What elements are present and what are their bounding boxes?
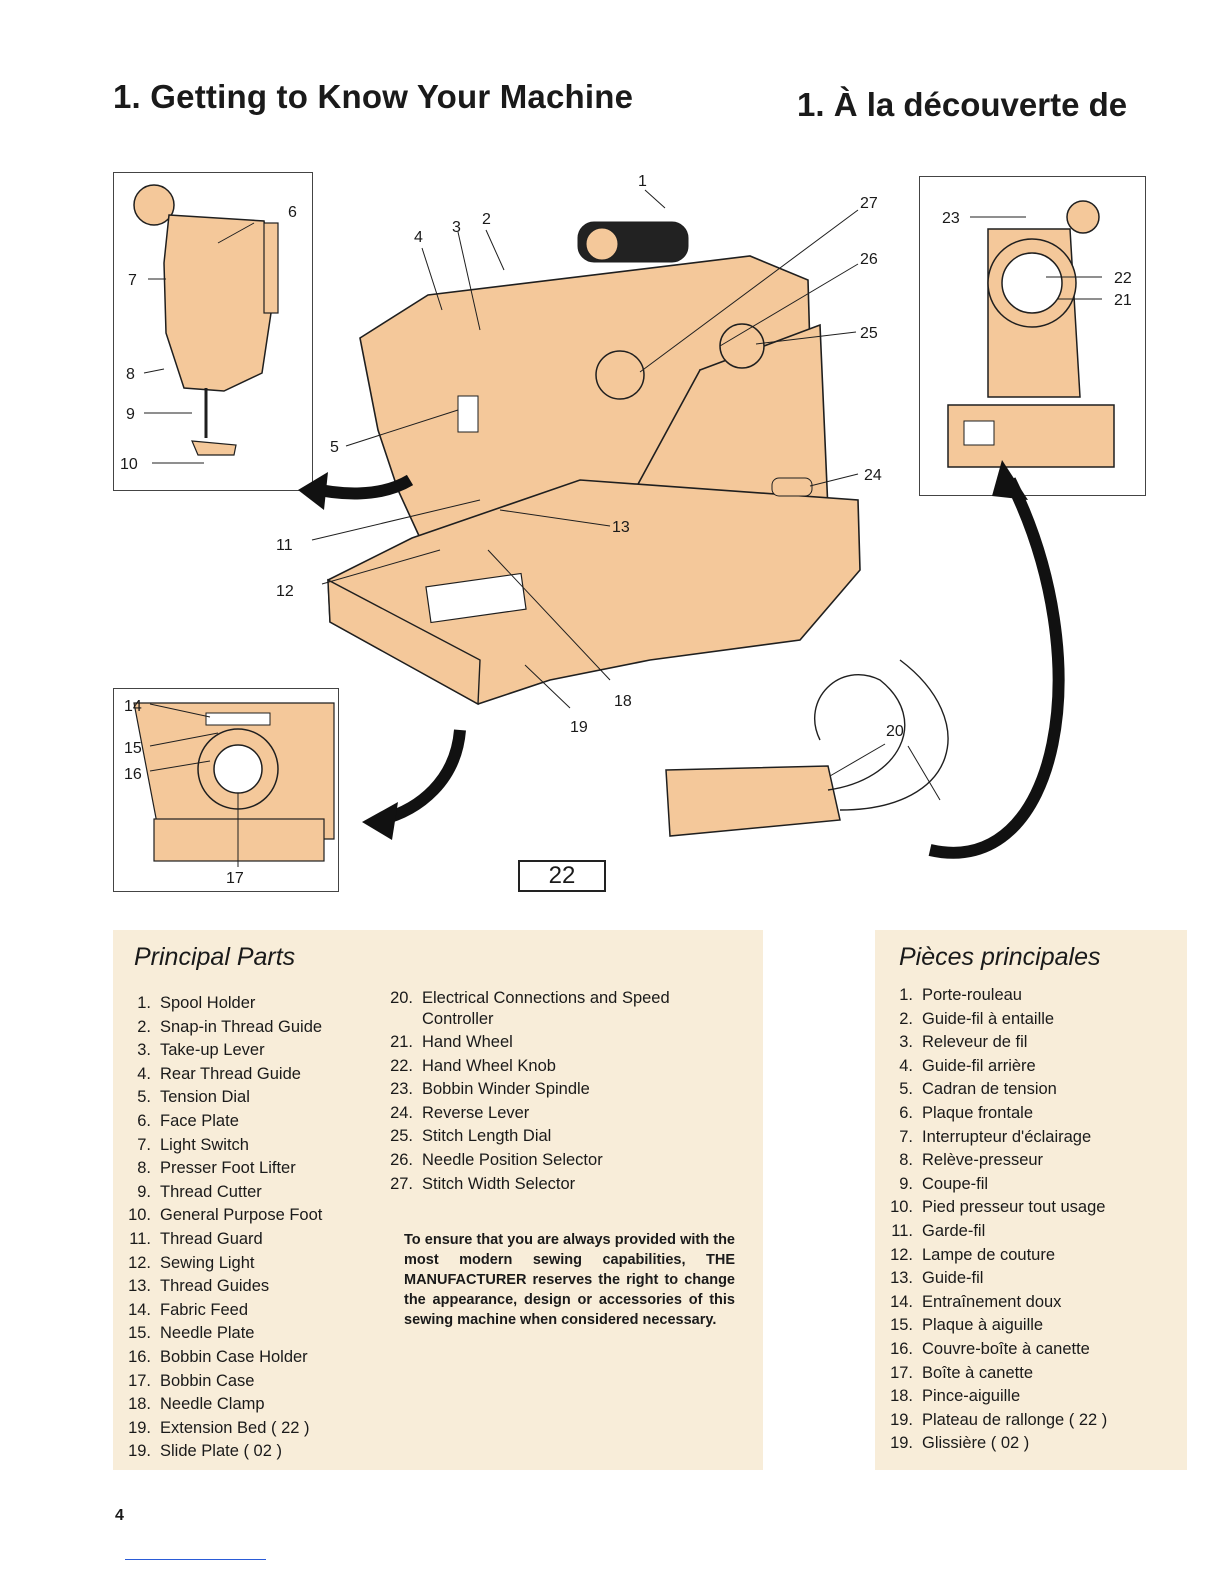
callout-20: 20 [886, 723, 904, 740]
callout-10: 10 [120, 456, 138, 473]
rear-view-panel: 23 22 21 [919, 176, 1146, 496]
callout-3: 3 [452, 219, 461, 236]
bobbin-view-illustration: 14 15 16 17 [124, 698, 335, 887]
list-item: 14.Fabric Feed [128, 1300, 249, 1319]
parts-list-en: Principal Parts 1.Spool Holder 2.Snap-in… [113, 930, 763, 1470]
callout-26: 26 [860, 251, 878, 268]
list-item: 8.Relève-presseur [899, 1151, 1044, 1170]
footer-rule [125, 1559, 266, 1560]
side-view-illustration: 6 7 8 9 10 [120, 184, 297, 473]
list-item: 7.Interrupteur d'éclairage [899, 1127, 1092, 1146]
list-item: 15.Plaque à aiguille [890, 1316, 1044, 1335]
callout-2: 2 [482, 211, 491, 228]
callout-25: 25 [860, 325, 878, 342]
list-item: 16.Couvre-boîte à canette [890, 1339, 1090, 1358]
list-item: 27.Stitch Width Selector [390, 1174, 576, 1193]
callout-13: 13 [612, 519, 630, 536]
callout-15: 15 [124, 740, 142, 757]
list-item: 24.Reverse Lever [390, 1103, 530, 1122]
callout-12: 12 [276, 583, 294, 600]
parts-heading-fr: Pièces principales [899, 943, 1101, 971]
callout-16: 16 [124, 766, 142, 783]
callout-1: 1 [638, 173, 647, 190]
list-item: 16.Bobbin Case Holder [128, 1347, 308, 1366]
list-item: 2.Snap-in Thread Guide [137, 1017, 323, 1036]
list-item: 11.Thread Guard [129, 1229, 263, 1248]
list-item: 2.Guide-fil à entaille [899, 1009, 1055, 1028]
list-item: 23.Bobbin Winder Spindle [390, 1080, 590, 1099]
list-item: 21.Hand Wheel [390, 1033, 513, 1051]
parts-list-fr: Pièces principales 1.Porte-rouleau 2.Gui… [875, 930, 1187, 1470]
list-item: 5.Cadran de tension [899, 1080, 1057, 1099]
callout-14: 14 [124, 698, 142, 715]
list-item: 15.Needle Plate [128, 1324, 255, 1343]
rear-view-illustration: 23 22 21 [942, 200, 1132, 468]
callout-27: 27 [860, 195, 878, 212]
list-item: 7.Light Switch [137, 1135, 249, 1154]
callout-11: 11 [276, 537, 293, 554]
callout-18: 18 [614, 693, 632, 710]
side-view-panel: 6 7 8 9 10 [113, 172, 313, 491]
list-item: 12.Lampe de couture [890, 1245, 1056, 1264]
callout-4: 4 [414, 229, 423, 246]
list-item: 9.Coupe-fil [899, 1174, 989, 1193]
manufacturer-notice: To ensure that you are always provided w… [404, 1231, 735, 1328]
list-item: 25.Stitch Length Dial [390, 1127, 552, 1146]
callout-24: 24 [864, 467, 882, 484]
page-reference-box: 22 [518, 860, 606, 892]
parts-heading-en: Principal Parts [134, 943, 296, 971]
list-item: 26.Needle Position Selector [390, 1150, 603, 1169]
callout-6: 6 [288, 204, 297, 221]
list-item: 19.Glissière ( 02 ) [890, 1434, 1030, 1453]
list-item: 13.Thread Guides [128, 1277, 270, 1296]
bobbin-view-panel: 14 15 16 17 [113, 688, 339, 892]
list-item: 4.Guide-fil arrière [899, 1056, 1036, 1075]
list-item: 22.Hand Wheel Knob [390, 1056, 556, 1075]
parts-column-fr: 1.Porte-rouleau 2.Guide-fil à entaille 3… [875, 984, 1187, 1456]
page-title-fr: 1. À la découverte de [797, 86, 1128, 123]
page-title-en: 1. Getting to Know Your Machine [113, 78, 634, 115]
list-item: 19.Slide Plate ( 02 ) [128, 1442, 282, 1461]
callout-19: 19 [570, 719, 588, 736]
list-item: 18.Needle Clamp [128, 1395, 265, 1414]
callout-23: 23 [942, 210, 960, 227]
list-item: 18.Pince-aiguille [890, 1387, 1021, 1406]
list-item: 14.Entraînement doux [890, 1292, 1062, 1311]
list-item: 6.Face Plate [137, 1111, 239, 1130]
callout-21: 21 [1114, 292, 1132, 309]
callout-8: 8 [126, 366, 135, 383]
parts-column-1: 1.Spool Holder 2.Snap-in Thread Guide 3.… [113, 992, 383, 1464]
list-item: 17.Bobbin Case [128, 1371, 255, 1390]
callout-22: 22 [1114, 270, 1132, 287]
list-item: 1.Spool Holder [137, 994, 256, 1012]
list-item: 11.Garde-fil [891, 1221, 986, 1240]
list-item: 19.Plateau de rallonge ( 22 ) [890, 1410, 1108, 1429]
list-item: 19.Extension Bed ( 22 ) [128, 1418, 310, 1437]
callout-9: 9 [126, 406, 135, 423]
callout-17: 17 [226, 870, 244, 887]
list-item: 9.Thread Cutter [137, 1182, 262, 1201]
list-item: 10.General Purpose Foot [128, 1206, 323, 1225]
sewing-machine-illustration: 1 2 3 4 5 11 12 13 18 19 20 24 25 26 27 [276, 173, 1065, 859]
callout-5: 5 [330, 439, 339, 456]
list-item: 8.Presser Foot Lifter [137, 1159, 296, 1178]
page-number: 4 [115, 1507, 124, 1524]
list-item: 3.Releveur de fil [899, 1033, 1028, 1052]
list-item: 1.Porte-rouleau [899, 986, 1022, 1004]
parts-column-2: 20.Electrical Connections and Speed Cont… [375, 987, 715, 1196]
list-item: 3.Take-up Lever [137, 1041, 265, 1060]
list-item: 6.Plaque frontale [899, 1103, 1033, 1122]
list-item: 13.Guide-fil [890, 1269, 984, 1288]
list-item: 20.Electrical Connections and Speed Cont… [390, 989, 670, 1028]
list-item: 17.Boîte à canette [890, 1363, 1033, 1382]
callout-7: 7 [128, 272, 137, 289]
list-item: 4.Rear Thread Guide [137, 1064, 301, 1083]
list-item: 10.Pied presseur tout usage [890, 1198, 1106, 1217]
list-item: 12.Sewing Light [128, 1253, 255, 1272]
list-item: 5.Tension Dial [137, 1088, 250, 1107]
